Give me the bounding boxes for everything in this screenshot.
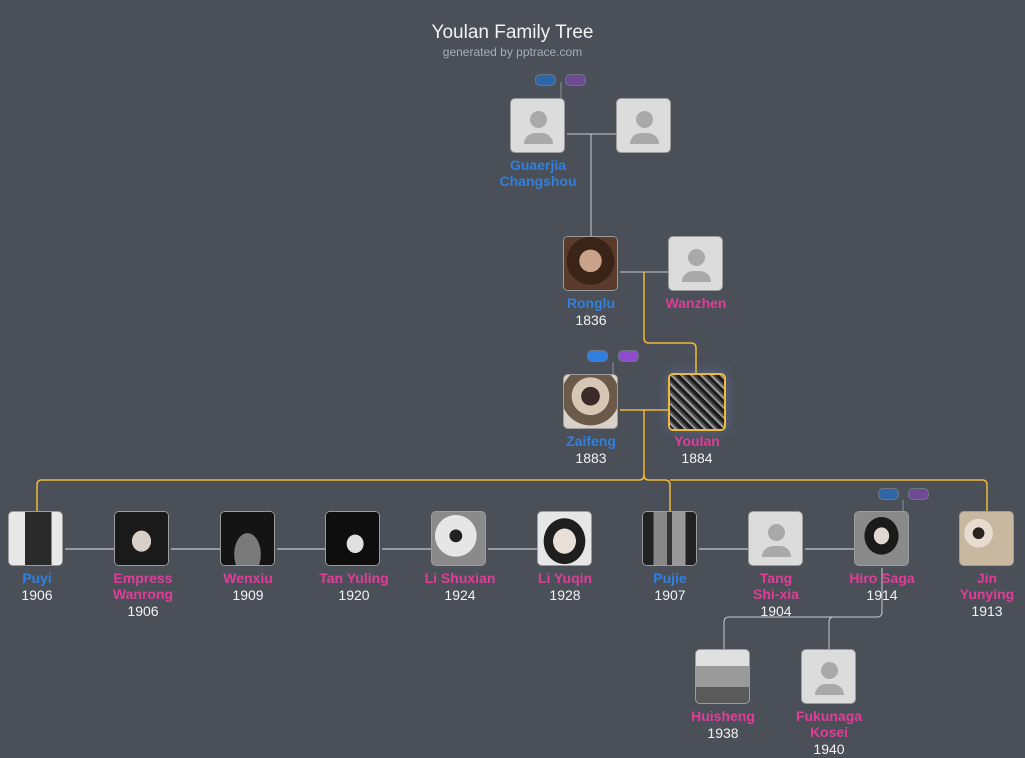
year-ronglu: 1836	[575, 312, 607, 328]
father-toggle-icon[interactable]	[878, 488, 899, 500]
name-wenxiu[interactable]: Wenxiu	[223, 570, 273, 586]
year-puyi: 1906	[21, 587, 53, 603]
year-hiro-saga: 1914	[866, 587, 898, 603]
year-fukunaga-kosei: 1940	[813, 741, 845, 757]
name-guaerjia[interactable]: Guaerjia Changshou	[499, 157, 577, 189]
year-li-shuxian: 1924	[444, 587, 476, 603]
person-silhouette-icon	[636, 111, 653, 128]
person-fukunaga-kosei[interactable]	[801, 649, 856, 704]
year-jin-yunying: 1913	[971, 603, 1003, 619]
year-li-yuqin: 1928	[549, 587, 581, 603]
name-wanrong[interactable]: Empress Wanrong	[112, 570, 174, 602]
mother-toggle-icon[interactable]	[618, 350, 639, 362]
name-li-shuxian[interactable]: Li Shuxian	[424, 570, 496, 586]
person-jin-yunying[interactable]	[959, 511, 1014, 566]
person-puyi[interactable]	[8, 511, 63, 566]
portrait-photo	[432, 512, 485, 565]
person-huisheng[interactable]	[695, 649, 750, 704]
year-tang-shixia: 1904	[760, 603, 792, 619]
portrait-photo	[115, 512, 168, 565]
person-tan-yuling[interactable]	[325, 511, 380, 566]
father-toggle-icon[interactable]	[535, 74, 556, 86]
person-li-shuxian[interactable]	[431, 511, 486, 566]
person-hiro-saga[interactable]	[854, 511, 909, 566]
name-zaifeng[interactable]: Zaifeng	[566, 433, 616, 449]
name-hiro-saga[interactable]: Hiro Saga	[849, 570, 915, 586]
year-tan-yuling: 1920	[338, 587, 370, 603]
person-pujie[interactable]	[642, 511, 697, 566]
portrait-photo	[538, 512, 591, 565]
person-ronglu[interactable]	[563, 236, 618, 291]
name-tang-shixia[interactable]: Tang Shi-xia	[753, 570, 799, 602]
name-pujie[interactable]: Pujie	[653, 570, 687, 586]
portrait-photo	[326, 512, 379, 565]
year-wanrong: 1906	[127, 603, 159, 619]
name-ronglu[interactable]: Ronglu	[566, 295, 616, 311]
person-silhouette-icon	[821, 662, 838, 679]
name-wanzhen[interactable]: Wanzhen	[665, 295, 727, 311]
name-jin-yunying[interactable]: Jin Yunying	[959, 570, 1015, 602]
portrait-photo	[670, 375, 724, 429]
name-tan-yuling[interactable]: Tan Yuling	[319, 570, 389, 586]
person-guaerjia-spouse[interactable]	[616, 98, 671, 153]
portrait-photo	[564, 375, 617, 428]
person-wanzhen[interactable]	[668, 236, 723, 291]
name-fukunaga-kosei[interactable]: Fukunaga Kosei	[795, 708, 863, 740]
person-youlan[interactable]	[668, 373, 726, 431]
year-pujie: 1907	[654, 587, 686, 603]
father-toggle-icon[interactable]	[587, 350, 608, 362]
year-wenxiu: 1909	[232, 587, 264, 603]
portrait-photo	[696, 650, 749, 703]
person-wanrong[interactable]	[114, 511, 169, 566]
person-zaifeng[interactable]	[563, 374, 618, 429]
portrait-photo	[855, 512, 908, 565]
person-tang-shixia[interactable]	[748, 511, 803, 566]
page-title: Youlan Family Tree	[431, 22, 594, 43]
name-youlan[interactable]: Youlan	[674, 433, 720, 449]
year-huisheng: 1938	[707, 725, 739, 741]
portrait-photo	[643, 512, 696, 565]
year-youlan: 1884	[681, 450, 713, 466]
person-silhouette-icon	[530, 111, 547, 128]
portrait-photo	[564, 237, 617, 290]
name-li-yuqin[interactable]: Li Yuqin	[537, 570, 593, 586]
person-li-yuqin[interactable]	[537, 511, 592, 566]
page-subtitle: generated by pptrace.com	[442, 45, 583, 59]
person-guaerjia[interactable]	[510, 98, 565, 153]
person-silhouette-icon	[688, 249, 705, 266]
mother-toggle-icon[interactable]	[908, 488, 929, 500]
name-puyi[interactable]: Puyi	[22, 570, 52, 586]
portrait-photo	[9, 512, 62, 565]
year-zaifeng: 1883	[575, 450, 607, 466]
portrait-photo	[960, 512, 1013, 565]
person-silhouette-icon	[768, 524, 785, 541]
person-wenxiu[interactable]	[220, 511, 275, 566]
portrait-photo	[221, 512, 274, 565]
name-huisheng[interactable]: Huisheng	[691, 708, 755, 724]
mother-toggle-icon[interactable]	[565, 74, 586, 86]
